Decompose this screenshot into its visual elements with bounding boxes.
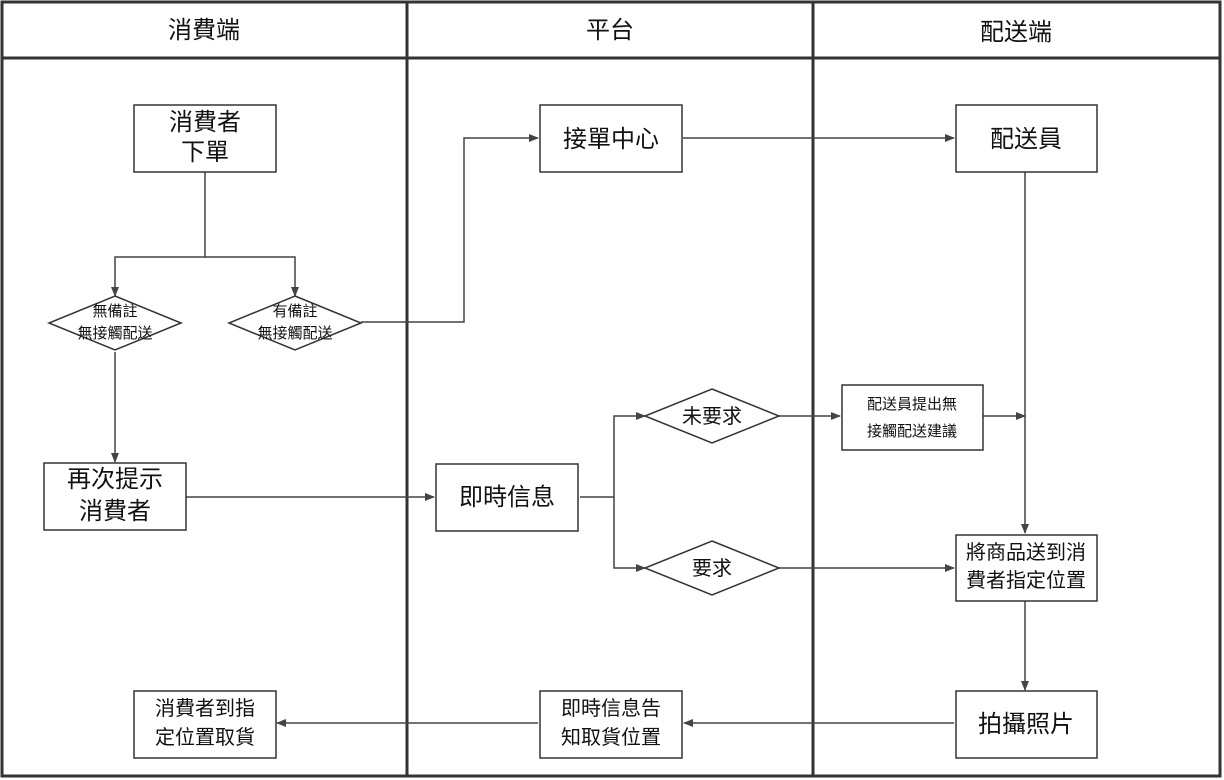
node-label-line-2: 消費者 (79, 497, 151, 525)
node-label-line-2: 下單 (181, 138, 229, 166)
node-label-line-1: 即時信息告 (561, 696, 661, 720)
node-notify-pickup: 即時信息告 知取貨位置 (539, 690, 683, 759)
node-label-line-1: 配送員提出無 (867, 395, 957, 413)
node-remind-consumer: 再次提示 消費者 (43, 462, 187, 531)
node-label-line-1: 消費者 (169, 108, 241, 136)
node-label-line-1: 再次提示 (67, 465, 163, 493)
decision-not-requested: 未要求 (642, 388, 782, 444)
lane-header-platform: 平台 (586, 16, 634, 44)
node-courier: 配送員 (955, 104, 1098, 173)
decision-no-note: 無備註 無接觸配送 (47, 295, 183, 351)
node-courier-suggestion: 配送員提出無 接觸配送建議 (841, 384, 984, 451)
connectors (111, 134, 1029, 727)
decision-label-line-2: 無接觸配送 (257, 324, 332, 342)
node-label-line-2: 費者指定位置 (966, 568, 1086, 592)
node-label: 配送員 (990, 125, 1062, 153)
decision-requested: 要求 (642, 540, 782, 596)
node-label-line-2: 知取貨位置 (561, 725, 661, 749)
node-consumer-order: 消費者 下單 (133, 104, 277, 173)
decision-has-note: 有備註 無接觸配送 (227, 295, 363, 351)
node-take-photo: 拍攝照片 (955, 690, 1098, 759)
node-instant-message: 即時信息 (435, 463, 579, 532)
decision-label: 未要求 (682, 404, 742, 428)
node-label: 接單中心 (563, 125, 659, 153)
lane-header-delivery: 配送端 (980, 18, 1052, 46)
node-label-line-2: 接觸配送建議 (867, 422, 957, 440)
node-label-line-1: 消費者到指 (155, 696, 255, 720)
lane-header-consumer: 消費端 (168, 16, 240, 44)
decision-label-line-2: 無接觸配送 (77, 324, 152, 342)
decision-label: 要求 (692, 556, 732, 580)
node-label: 拍攝照片 (978, 710, 1074, 738)
node-deliver-to-spot: 將商品送到消 費者指定位置 (955, 534, 1098, 602)
node-label-line-2: 定位置取貨 (155, 725, 255, 749)
node-order-center: 接單中心 (539, 104, 683, 173)
node-label-line-1: 將商品送到消 (966, 540, 1086, 564)
node-consumer-pickup: 消費者到指 定位置取貨 (133, 690, 277, 759)
decision-label-line-1: 有備註 (272, 302, 317, 320)
node-label: 即時信息 (459, 483, 555, 511)
decision-label-line-1: 無備註 (92, 302, 137, 320)
